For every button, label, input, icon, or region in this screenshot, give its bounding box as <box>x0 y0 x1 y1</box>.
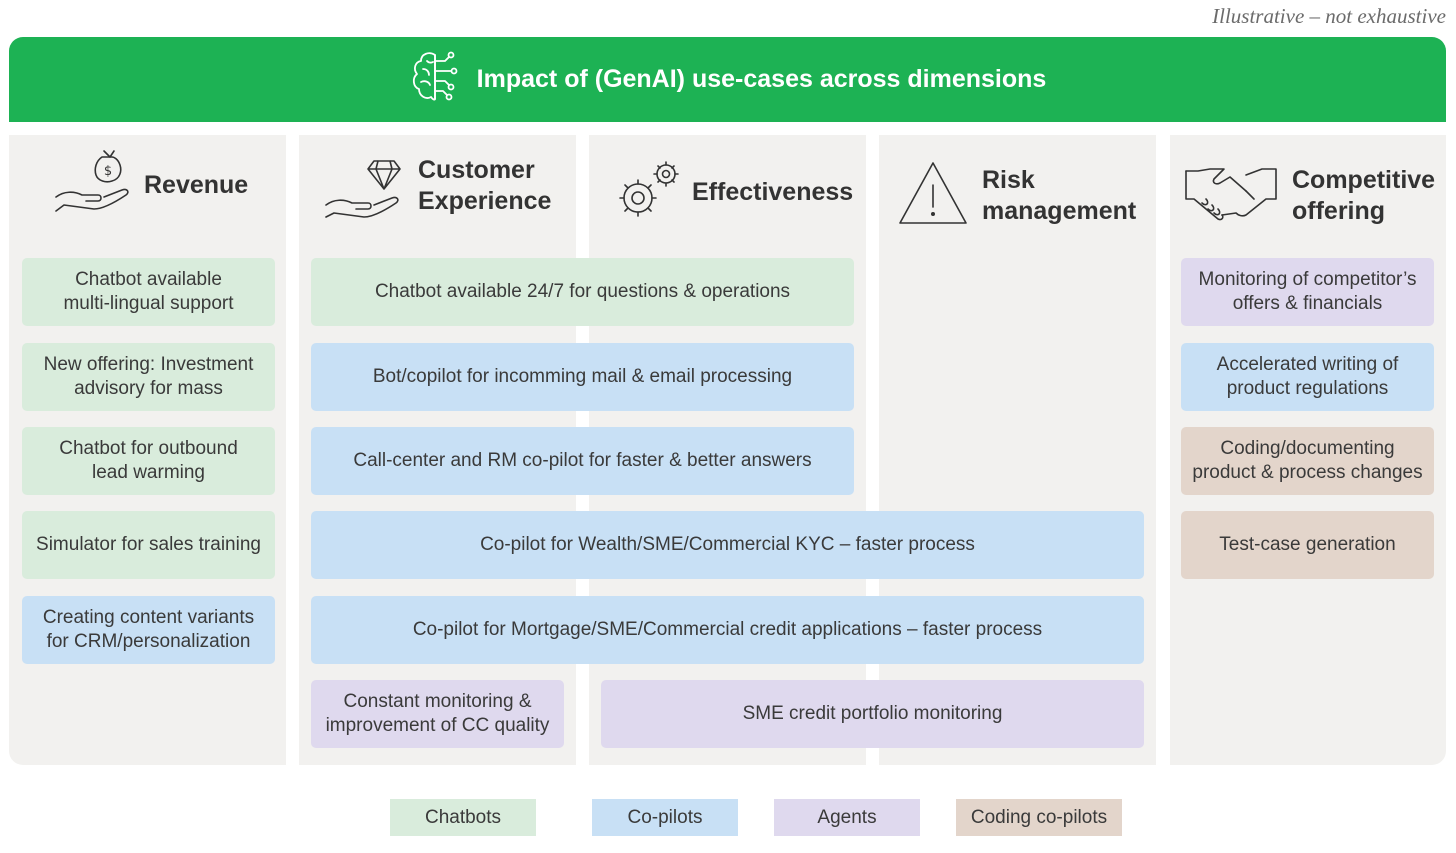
column-title-risk-line2: management <box>982 196 1137 225</box>
use-case-card: Call-center and RM co-pilot for faster &… <box>311 427 854 495</box>
use-case-card: Constant monitoring &improvement of CC q… <box>311 680 564 748</box>
column-title-effectiveness: Effectiveness <box>692 178 854 206</box>
svg-text:$: $ <box>104 164 112 179</box>
column-title-customer-line1: Customer <box>418 155 535 184</box>
use-case-card: Co-pilot for Mortgage/SME/Commercial cre… <box>311 596 1144 664</box>
handshake-icon <box>1184 157 1278 234</box>
warning-triangle-icon <box>896 157 970 234</box>
use-case-card: Simulator for sales training <box>22 511 275 579</box>
gears-icon <box>612 154 684 231</box>
use-case-card: Co-pilot for Wealth/SME/Commercial KYC –… <box>311 511 1144 579</box>
use-case-card: Test-case generation <box>1181 511 1434 579</box>
brain-circuit-icon <box>409 49 461 110</box>
illustrative-note: Illustrative – not exhaustive <box>1212 4 1446 28</box>
use-case-card: Bot/copilot for incomming mail & email p… <box>311 343 854 411</box>
use-case-card: Chatbot available 24/7 for questions & o… <box>311 258 854 326</box>
use-case-card: SME credit portfolio monitoring <box>601 680 1144 748</box>
column-title-competitive-line1: Competitive <box>1292 165 1436 194</box>
header-banner: Impact of (GenAI) use-cases across dimen… <box>9 37 1446 122</box>
diamond-hand-icon <box>322 147 406 224</box>
header-customer-experience: Customer Experience <box>322 148 551 223</box>
page-title: Impact of (GenAI) use-cases across dimen… <box>476 65 1047 93</box>
column-title-revenue: Revenue <box>144 171 249 199</box>
money-bag-hand-icon: $ <box>50 147 134 224</box>
legend-coding-co-pilots: Coding co-pilots <box>956 799 1122 836</box>
column-title-risk-line1: Risk <box>982 165 1035 194</box>
column-title-competitive-line2: offering <box>1292 196 1386 225</box>
column-title-customer-line2: Experience <box>418 186 552 215</box>
legend-co-pilots: Co-pilots <box>592 799 738 836</box>
legend-agents: Agents <box>774 799 920 836</box>
header-risk-management: Risk management <box>896 158 1136 233</box>
header-revenue: $ Revenue <box>50 148 248 223</box>
legend-chatbots: Chatbots <box>390 799 536 836</box>
header-competitive-offering: Competitive offering <box>1184 158 1435 233</box>
header-effectiveness: Effectiveness <box>612 155 853 230</box>
